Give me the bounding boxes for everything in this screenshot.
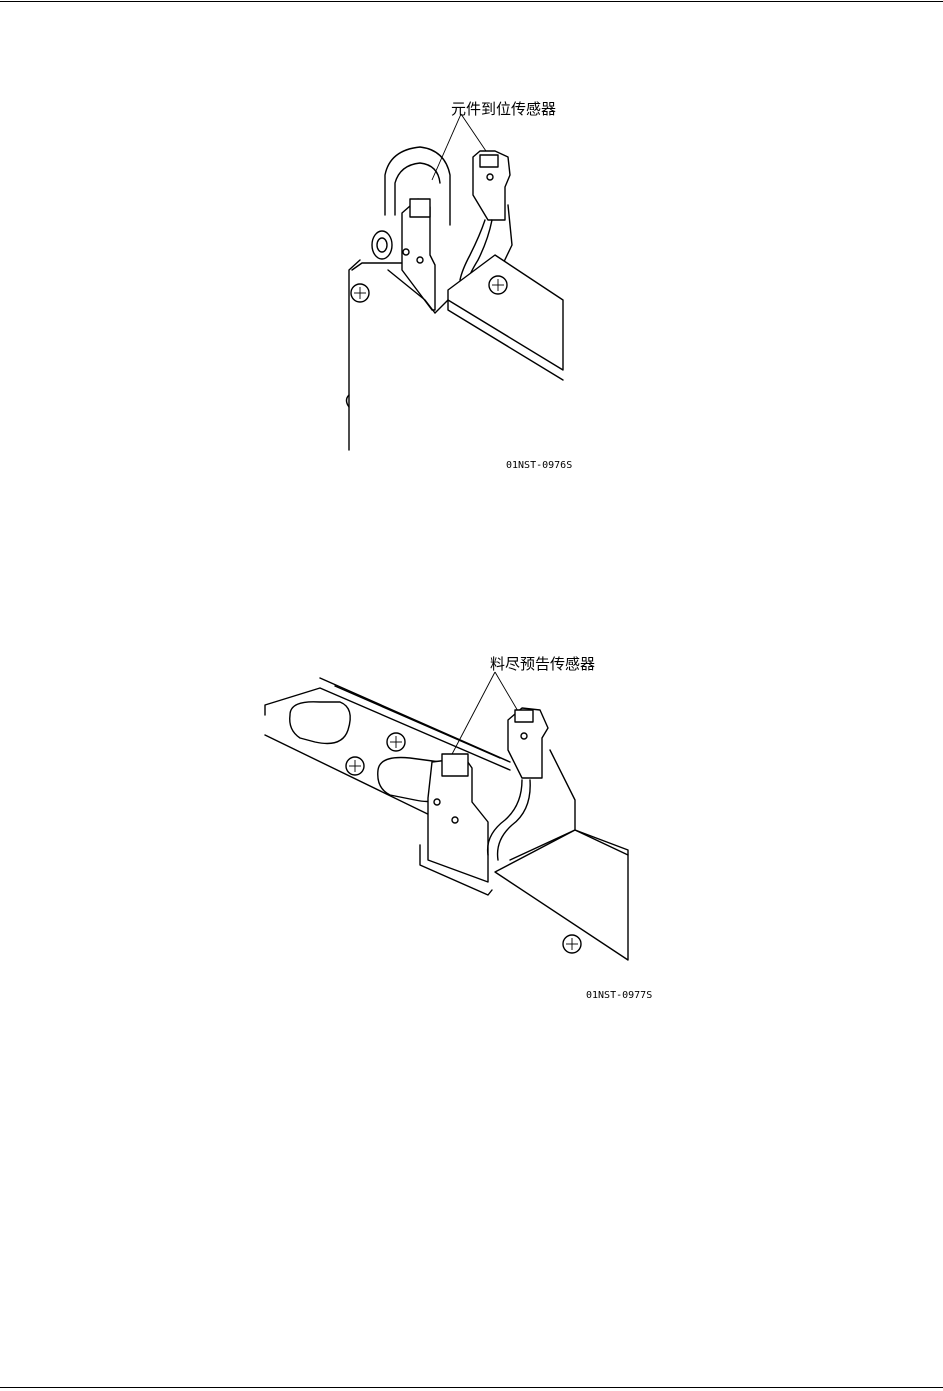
component-sensor-drawing <box>330 95 590 480</box>
footer-rule <box>0 1387 943 1388</box>
sensor-callout-label: 料尽预告传感器 <box>490 653 595 674</box>
figure-component-sensor: 元件到位传感器 01NST-0976S <box>330 95 590 480</box>
figure-code: 01NST-0977S <box>586 990 652 1001</box>
sensor-callout-label: 元件到位传感器 <box>451 98 556 119</box>
figure-code: 01NST-0976S <box>506 460 572 471</box>
material-end-sensor-drawing <box>260 650 670 1005</box>
header-rule <box>0 1 943 2</box>
figure-material-end-sensor: 料尽预告传感器 01NST-0977S <box>260 650 670 1005</box>
